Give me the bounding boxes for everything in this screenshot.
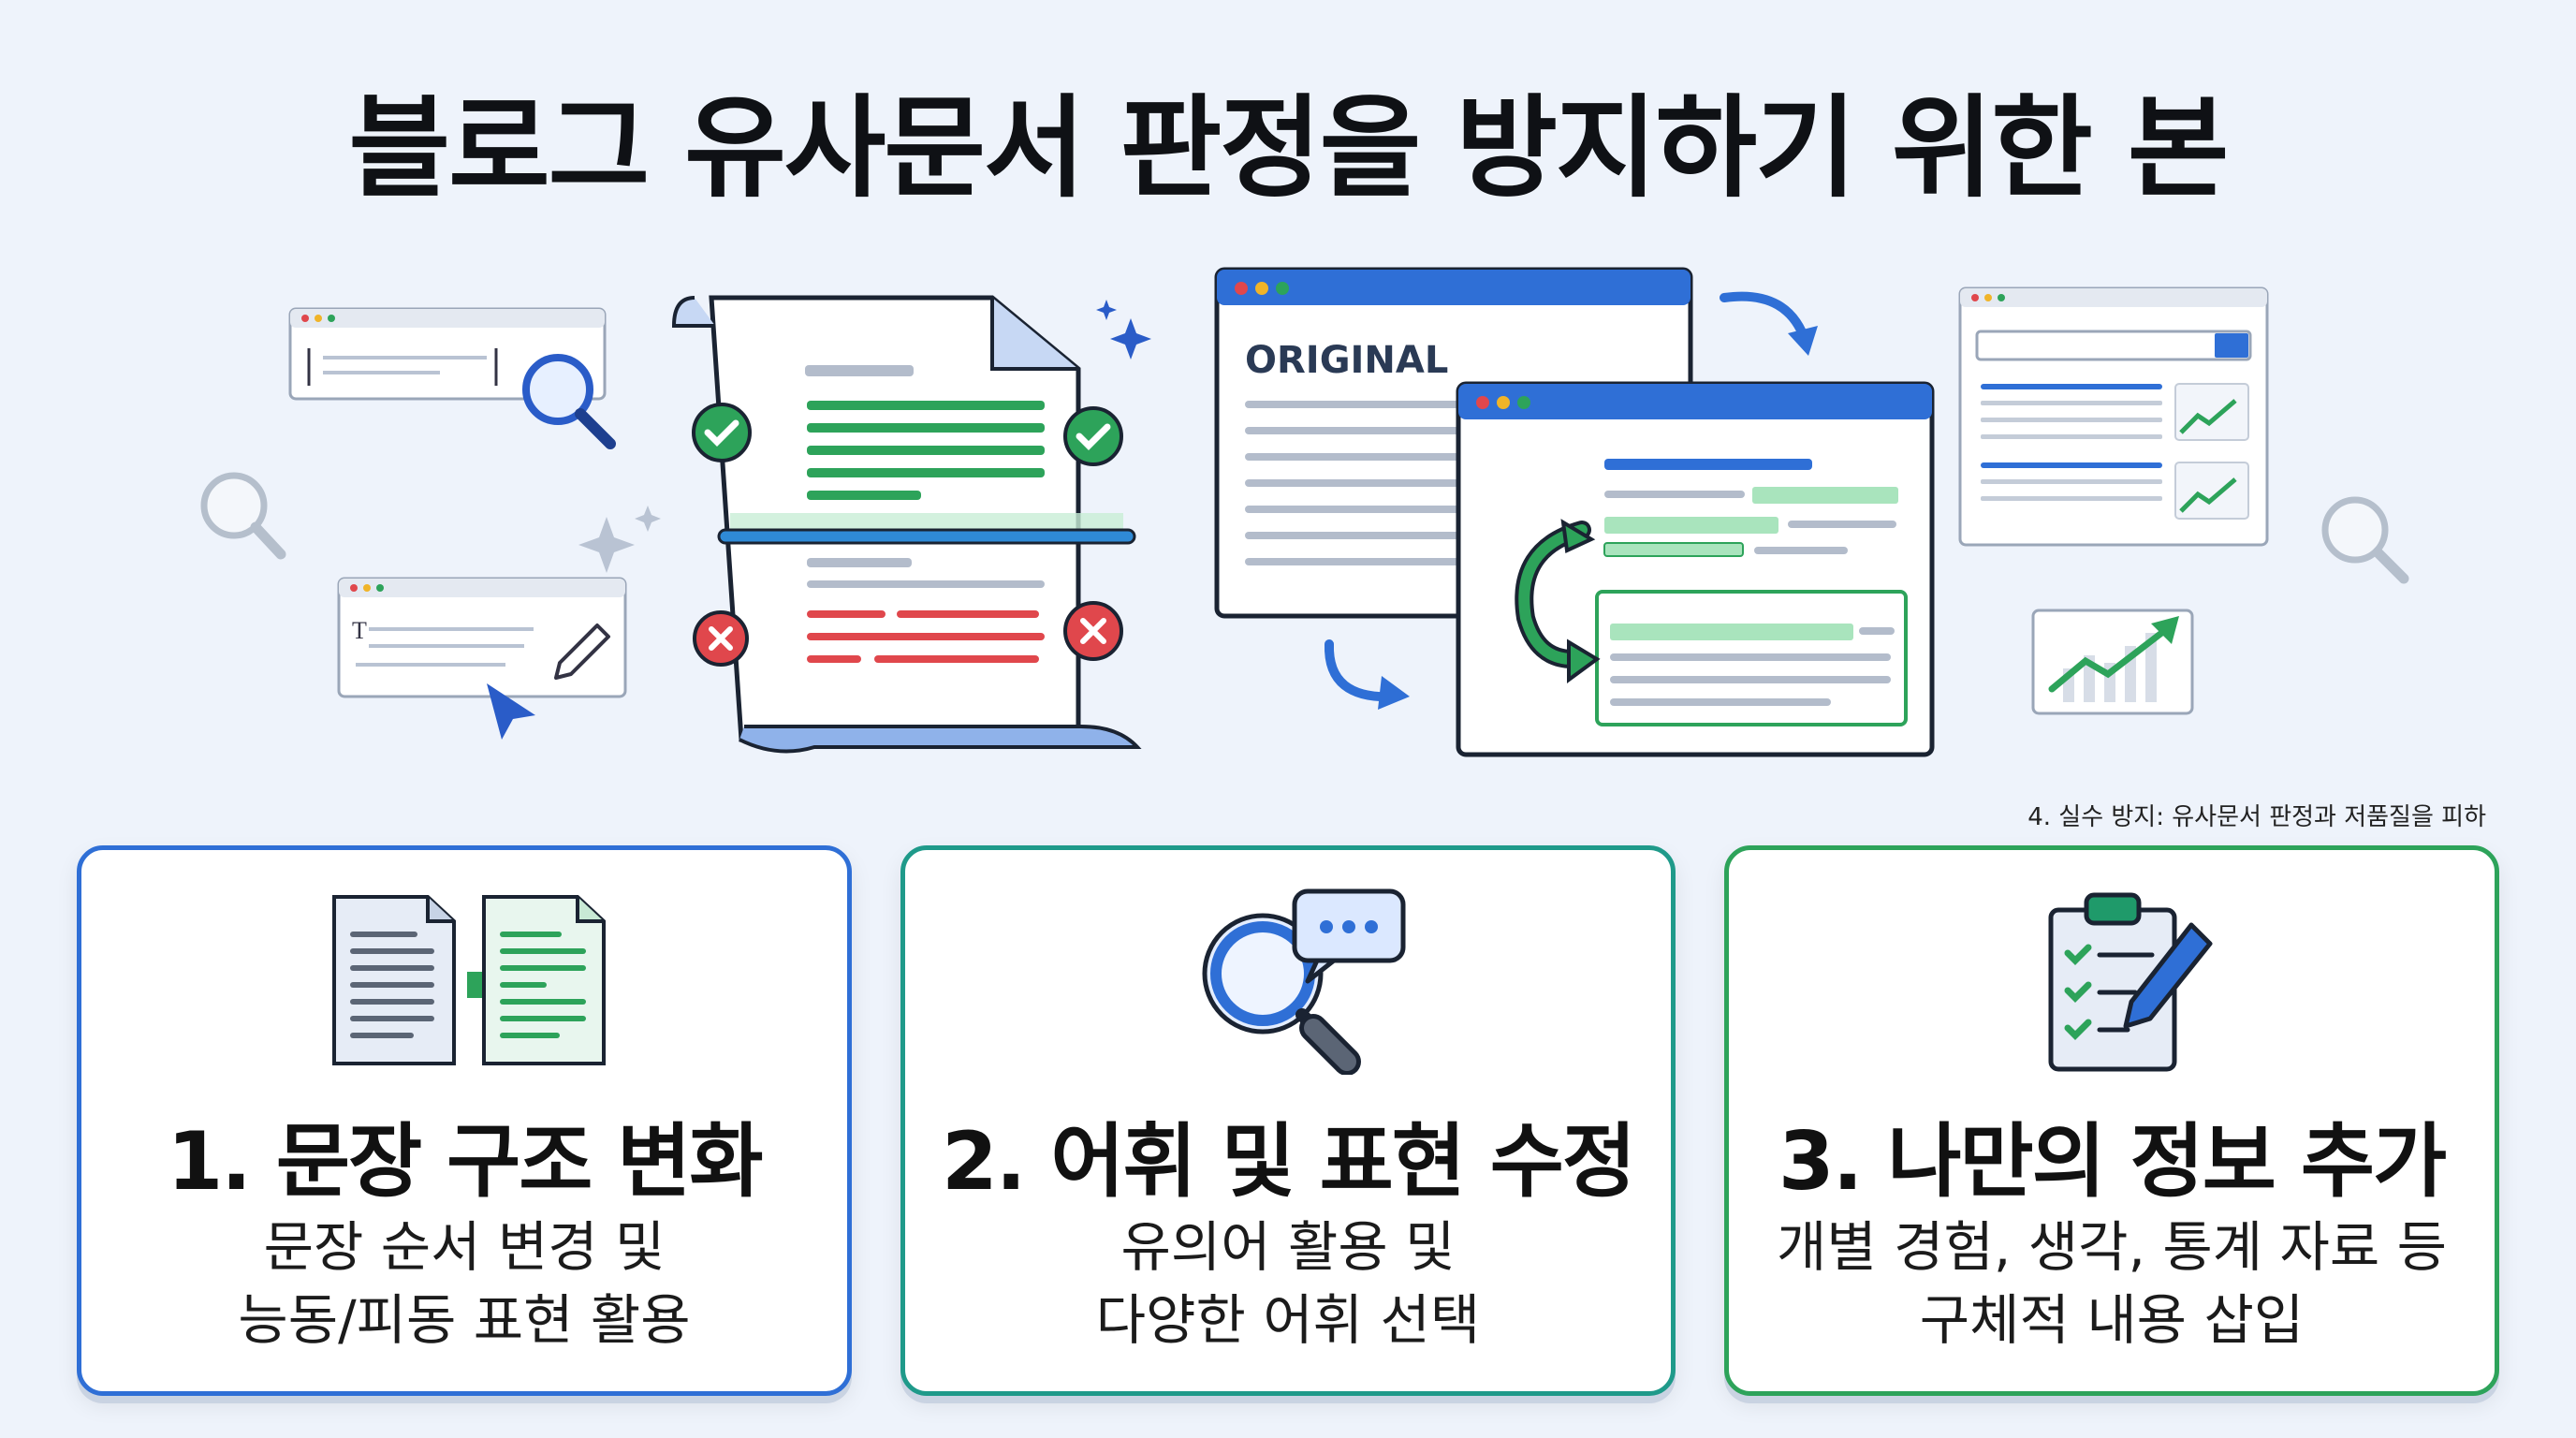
clipboard-pen-icon — [2048, 892, 2213, 1072]
close-icon — [1063, 601, 1123, 661]
card-title: 2. 어휘 및 표현 수정 — [941, 1115, 1636, 1209]
sparkle-icon — [1096, 300, 1151, 360]
hero-illustration: T — [200, 267, 2409, 757]
editor-browser-illustration: T — [337, 577, 627, 740]
search-icon — [200, 472, 286, 560]
card-description-line: 문장 순서 변경 및 — [263, 1215, 666, 1279]
sparkle-icon — [578, 506, 661, 573]
chart-up-icon — [2031, 609, 2194, 715]
check-icon — [692, 403, 752, 462]
card-description-line: 능동/피동 표현 활용 — [238, 1288, 691, 1352]
close-icon — [693, 610, 749, 667]
analytics-browser-illustration — [1958, 286, 2269, 547]
search-browser-illustration — [288, 307, 607, 401]
card-description: 개별 경험, 생각, 통계 자료 등 구체적 내용 삽입 — [1729, 1211, 2495, 1357]
card-description-line: 다양한 어휘 선택 — [1095, 1288, 1481, 1352]
document-transform-icon — [332, 895, 606, 1065]
hero-caption: 4. 실수 방지: 유사문서 판정과 저품질을 피하 — [2027, 803, 2486, 831]
tip-card-vocabulary: 2. 어휘 및 표현 수정 유의어 활용 및 다양한 어휘 선택 — [900, 845, 1676, 1396]
check-icon — [1063, 406, 1123, 466]
refresh-arrow-icon — [1515, 519, 1601, 683]
page-title: 블로그 유사문서 판정을 방지하기 위한 본 — [348, 83, 2230, 213]
original-label: ORIGINAL — [1245, 339, 1448, 382]
tip-card-sentence-structure: 1. 문장 구조 변화 문장 순서 변경 및 능동/피동 표현 활용 — [77, 845, 852, 1396]
card-description-line: 유의어 활용 및 — [1120, 1215, 1456, 1279]
svg-text:T: T — [352, 617, 367, 644]
search-icon — [2321, 496, 2409, 584]
search-icon — [522, 354, 616, 449]
document-scan-illustration — [671, 295, 1142, 754]
tip-card-personal-info: 3. 나만의 정보 추가 개별 경험, 생각, 통계 자료 등 구체적 내용 삽… — [1724, 845, 2499, 1396]
card-title: 1. 문장 구조 변화 — [167, 1115, 763, 1209]
card-description-line: 구체적 내용 삽입 — [1919, 1288, 2305, 1352]
arrow-icon — [1324, 291, 1818, 710]
pencil-icon — [554, 624, 610, 680]
card-description-line: 개별 경험, 생각, 통계 자료 등 — [1776, 1215, 2448, 1279]
magnifier-chat-icon — [1202, 888, 1406, 1075]
card-title: 3. 나만의 정보 추가 — [1778, 1115, 2447, 1209]
card-description: 문장 순서 변경 및 능동/피동 표현 활용 — [81, 1211, 847, 1357]
card-description: 유의어 활용 및 다양한 어휘 선택 — [905, 1211, 1671, 1357]
